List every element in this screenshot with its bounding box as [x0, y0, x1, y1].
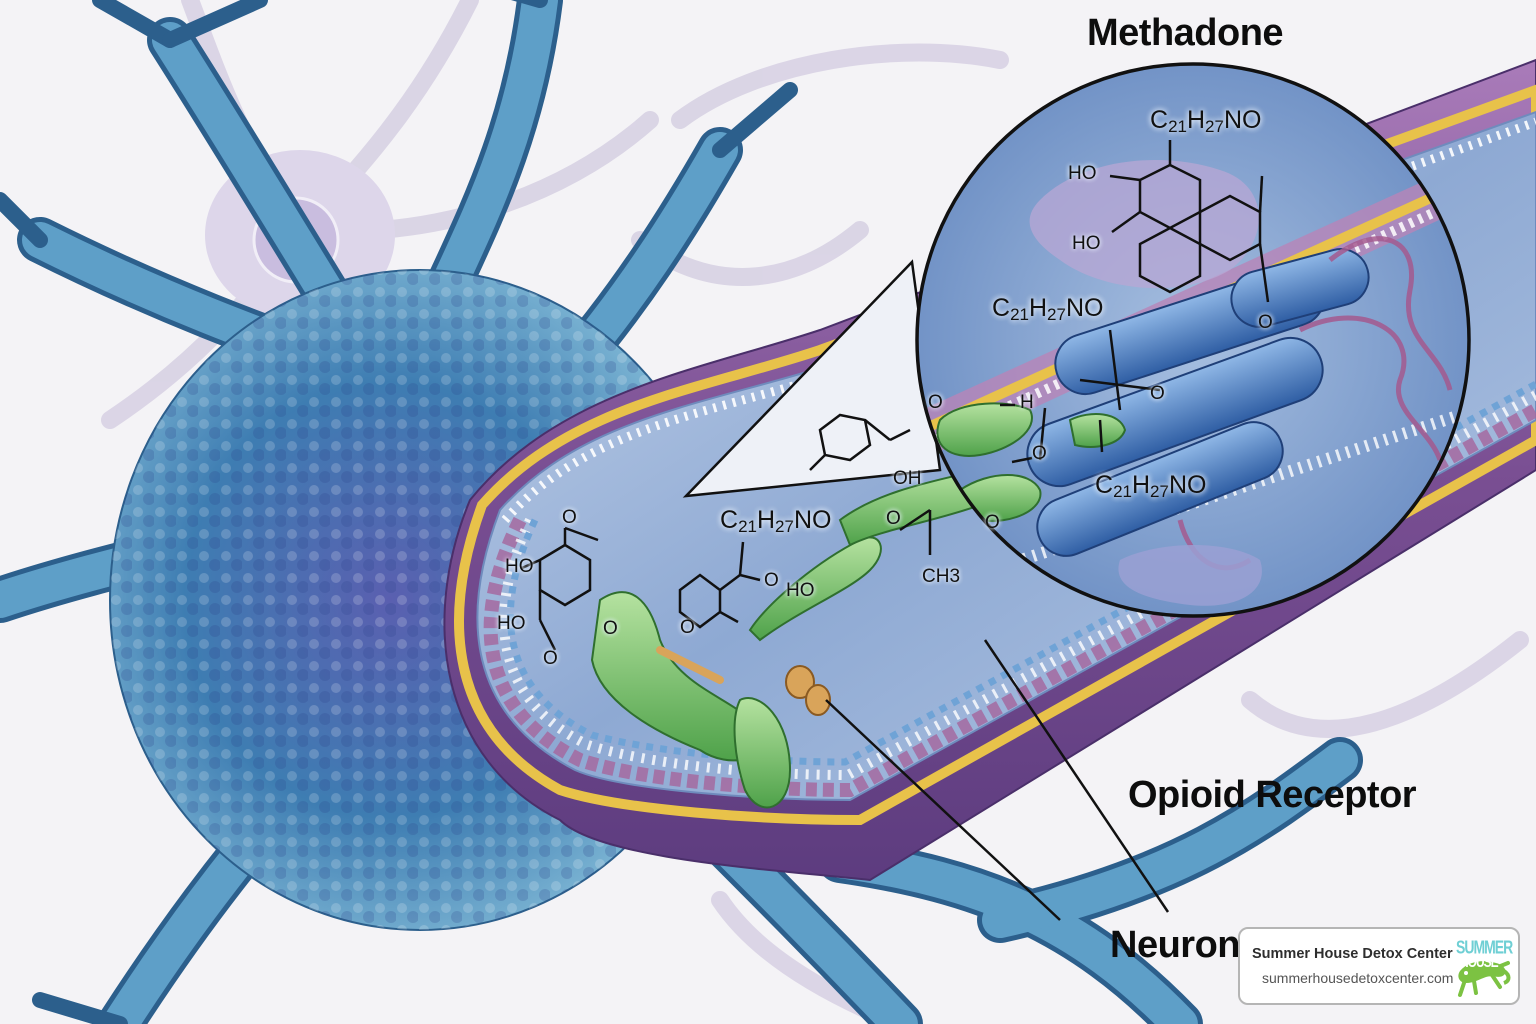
- oxygen-label: O: [603, 618, 618, 639]
- oxygen-label: O: [1150, 383, 1165, 404]
- hydroxyl-label: HO: [1068, 163, 1097, 184]
- brand-name: Summer House Detox Center: [1252, 946, 1453, 962]
- formula-element: C: [1150, 106, 1169, 134]
- transporter-proteins: [656, 646, 831, 716]
- molecular-structures-axon: [521, 413, 932, 651]
- formula-subscript: 27: [1150, 482, 1169, 501]
- logo-text-house: HOUSE: [1460, 952, 1499, 972]
- formula-axon: C21H27NO: [720, 506, 831, 537]
- hydroxyl-label: OH: [893, 468, 922, 489]
- formula-subscript: 27: [775, 517, 794, 536]
- formula-subscript: 21: [738, 517, 757, 536]
- opioid-receptor-protein: [1026, 248, 1370, 557]
- gecko-icon: [1454, 937, 1512, 997]
- hydroxyl-label: HO: [505, 556, 534, 577]
- logo-text-summer: SUMMER: [1456, 936, 1513, 958]
- formula-element: C: [1095, 471, 1114, 499]
- hydrogen-label: H: [1020, 392, 1034, 413]
- bound-ligands: [936, 402, 1127, 522]
- formula-subscript: 27: [1205, 117, 1224, 136]
- formula-element: H: [756, 506, 776, 534]
- oxygen-label: O: [543, 648, 558, 669]
- formula-subscript: 21: [1168, 117, 1187, 136]
- molecule-cloud-bottom: [1118, 545, 1262, 606]
- methyl-label: CH3: [922, 566, 961, 587]
- formula-element: NO: [1168, 471, 1207, 499]
- oxygen-label: O: [886, 508, 901, 529]
- formula-subscript: 21: [1113, 482, 1132, 501]
- oxygen-label: O: [764, 570, 779, 591]
- formula-element: C: [992, 294, 1011, 322]
- opioid-receptor-label: Opioid Receptor: [1128, 774, 1417, 816]
- oxygen-label: O: [1032, 443, 1047, 464]
- formula-top: C21H27NO: [1150, 106, 1261, 137]
- formula-element: H: [1186, 106, 1206, 134]
- formula-element: H: [1028, 294, 1048, 322]
- formula-element: NO: [1223, 106, 1262, 134]
- oxygen-label: O: [985, 512, 1000, 533]
- formula-mid-right: C21H27NO: [1095, 471, 1206, 502]
- methadone-label: Methadone: [1087, 12, 1284, 54]
- formula-mid-left: C21H27NO: [992, 294, 1103, 325]
- formula-element: NO: [793, 506, 832, 534]
- oxygen-label: O: [680, 617, 695, 638]
- hydroxyl-label: HO: [786, 580, 815, 601]
- formula-element: NO: [1065, 294, 1104, 322]
- hydroxyl-label: HO: [497, 613, 526, 634]
- summer-house-logo: SUMMER HOUSE: [1454, 936, 1513, 1001]
- magnifier-ring: [915, 62, 1471, 618]
- formula-element: C: [720, 506, 739, 534]
- leader-lines: [825, 639, 1170, 921]
- branding-card[interactable]: Summer House Detox Center summerhousedet…: [1238, 927, 1520, 1005]
- formula-subscript: 27: [1047, 305, 1066, 324]
- oxygen-label: O: [562, 507, 577, 528]
- methadone-structure: [1079, 140, 1270, 453]
- molecule-cloud: [1029, 160, 1259, 289]
- formula-element: H: [1131, 471, 1151, 499]
- oxygen-label: O: [928, 392, 943, 413]
- brand-url[interactable]: summerhousedetoxcenter.com: [1262, 970, 1454, 986]
- bond-lines: [1000, 403, 1047, 464]
- neuron-label: Neuron: [1110, 924, 1241, 966]
- formula-subscript: 21: [1010, 305, 1029, 324]
- hydroxyl-label: HO: [1072, 233, 1101, 254]
- oxygen-label: O: [1258, 312, 1273, 333]
